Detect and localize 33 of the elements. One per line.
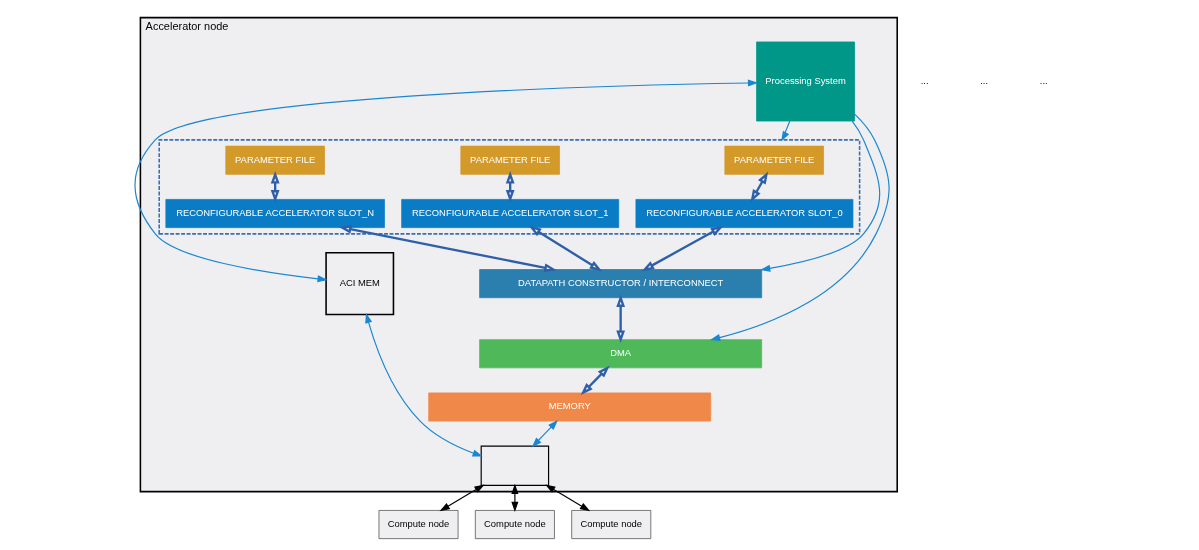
arrow <box>616 294 626 343</box>
node-box: Compute node <box>378 510 459 539</box>
arrow <box>365 312 483 457</box>
label: ... <box>1039 74 1048 86</box>
arrow <box>781 120 791 142</box>
node-box: RECONFIGURABLE ACCELERATOR SLOT_N <box>165 199 385 228</box>
node-box: MEMORY <box>428 392 712 422</box>
arrow <box>641 225 724 272</box>
arrow <box>750 171 769 203</box>
arrow <box>760 120 881 272</box>
node-box: PARAMETER FILE <box>225 145 325 175</box>
node-box: Processing System <box>756 41 855 122</box>
arrow <box>338 225 557 273</box>
label: ... <box>980 74 989 86</box>
arrow <box>545 484 591 512</box>
arrow <box>511 483 519 512</box>
node-box: RECONFIGURABLE ACCELERATOR SLOT_1 <box>401 199 620 228</box>
node-box: Compute node <box>474 510 555 539</box>
node-box: DMA <box>479 339 763 369</box>
node-box: ACI MEM <box>325 251 395 316</box>
node-box: PARAMETER FILE <box>724 145 824 175</box>
node-box: Compute node <box>571 510 652 539</box>
node-box: PARAMETER FILE <box>460 145 560 175</box>
arrow <box>531 420 558 448</box>
arrow <box>439 484 485 512</box>
arrow <box>580 365 610 396</box>
label: ... <box>920 74 929 86</box>
arrow <box>710 113 890 341</box>
node-box: RECONFIGURABLE ACCELERATOR SLOT_0 <box>635 199 854 228</box>
node-box: DATAPATH CONSTRUCTOR / INTERCONNECT <box>479 269 763 299</box>
arrow <box>134 79 759 283</box>
node-box <box>480 445 550 486</box>
arrow <box>528 225 603 272</box>
